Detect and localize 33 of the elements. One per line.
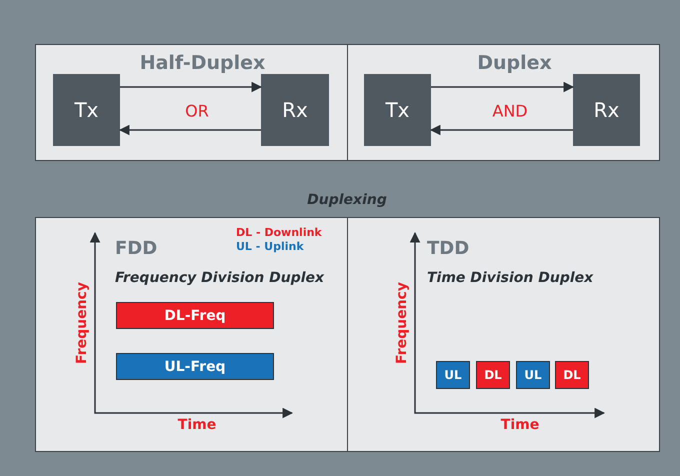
axis-label: Time — [178, 417, 216, 433]
transceiver-box: Rx — [573, 74, 640, 146]
panel-heading: Duplex — [477, 52, 552, 74]
axis-label: Frequency — [74, 282, 90, 364]
frequency-block: UL-Freq — [116, 353, 274, 380]
operator-label: AND — [492, 102, 528, 120]
panel-heading: Half-Duplex — [140, 52, 266, 74]
frequency-block: DL — [476, 361, 510, 389]
panel-heading: TDD — [427, 238, 470, 259]
frequency-block: DL-Freq — [116, 302, 274, 329]
frequency-block: UL — [436, 361, 470, 389]
section-title: Duplexing — [307, 192, 387, 208]
diagram-panel — [347, 44, 660, 161]
legend-entry: DL - Downlink — [236, 226, 322, 239]
arrow — [118, 124, 261, 136]
panel-heading: FDD — [115, 238, 158, 259]
arrow — [430, 124, 573, 136]
transceiver-box: Tx — [364, 74, 431, 146]
arrow — [120, 82, 262, 92]
legend-entry: UL - Uplink — [236, 240, 304, 253]
frequency-block: DL — [555, 361, 589, 389]
panel-subtitle: Time Division Duplex — [427, 270, 594, 286]
transceiver-box: Rx — [261, 74, 329, 146]
frequency-block: UL — [516, 361, 550, 389]
transceiver-box: Tx — [53, 74, 120, 146]
axis-label: Time — [500, 417, 540, 433]
panel-subtitle: Frequency Division Duplex — [115, 270, 324, 286]
axis-label: Frequency — [394, 282, 410, 364]
diagram-panel — [347, 217, 660, 452]
diagram-panel — [35, 44, 348, 161]
operator-label: OR — [185, 102, 209, 120]
diagram-panel — [35, 217, 348, 452]
arrow — [431, 82, 574, 92]
